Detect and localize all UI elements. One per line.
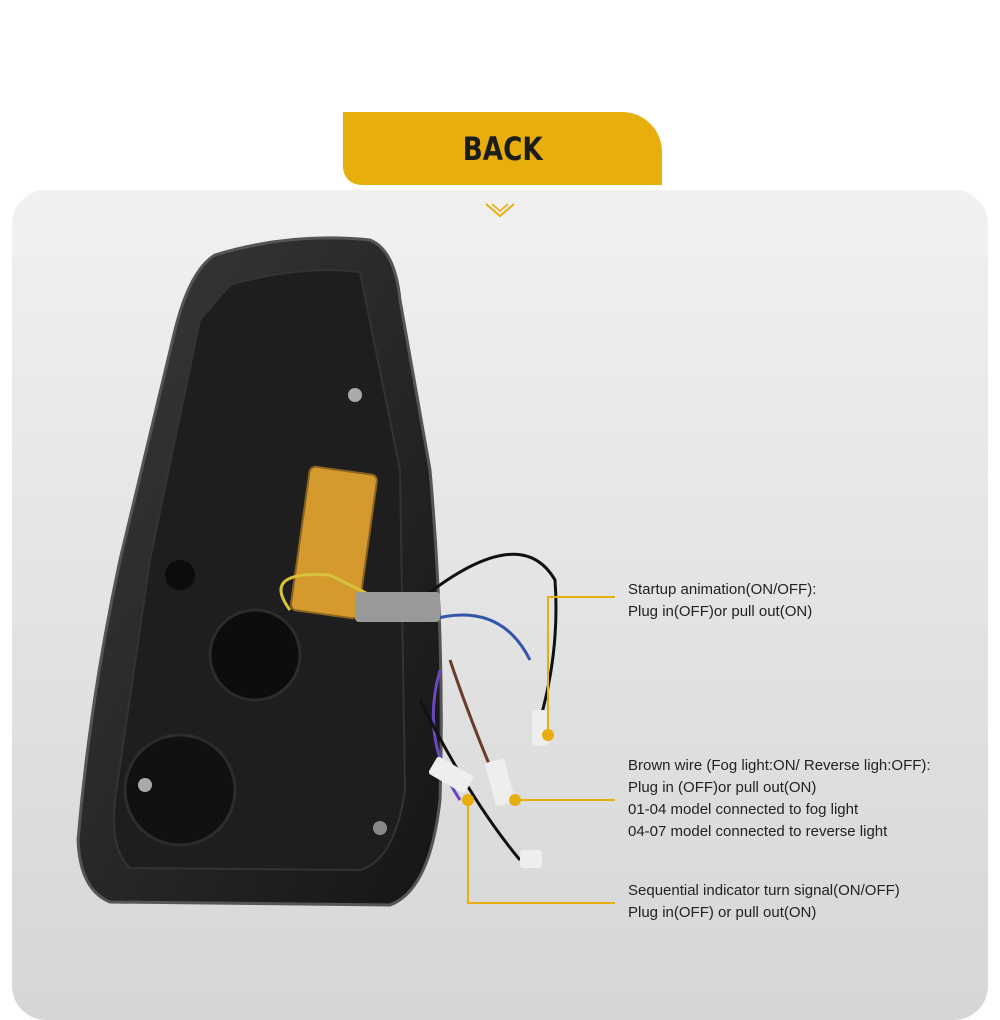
callout-text: Plug in (OFF)or pull out(ON)	[628, 779, 817, 796]
chevron-down-icon	[485, 203, 515, 218]
callout-title: Startup animation(ON/OFF):	[628, 581, 817, 598]
callout-title: Sequential indicator turn signal(ON/OFF)	[628, 882, 900, 899]
back-banner: BACK	[343, 112, 662, 185]
banner-label: BACK	[462, 129, 543, 168]
callout-text: 01-04 model connected to fog light	[628, 801, 859, 818]
callout-brown-wire: Brown wire (Fog light:ON/ Reverse ligh:O…	[628, 755, 931, 843]
callout-sequential-indicator: Sequential indicator turn signal(ON/OFF)…	[628, 880, 900, 924]
callout-text: 04-07 model connected to reverse light	[628, 823, 888, 840]
callout-text: Plug in(OFF) or pull out(ON)	[628, 904, 817, 921]
callout-text: Plug in(OFF)or pull out(ON)	[628, 603, 813, 620]
callout-startup-animation: Startup animation(ON/OFF): Plug in(OFF)o…	[628, 579, 816, 623]
callout-title: Brown wire (Fog light:ON/ Reverse ligh:O…	[628, 757, 931, 774]
load-resistor	[289, 465, 378, 620]
callout-leader-lines	[467, 596, 615, 904]
